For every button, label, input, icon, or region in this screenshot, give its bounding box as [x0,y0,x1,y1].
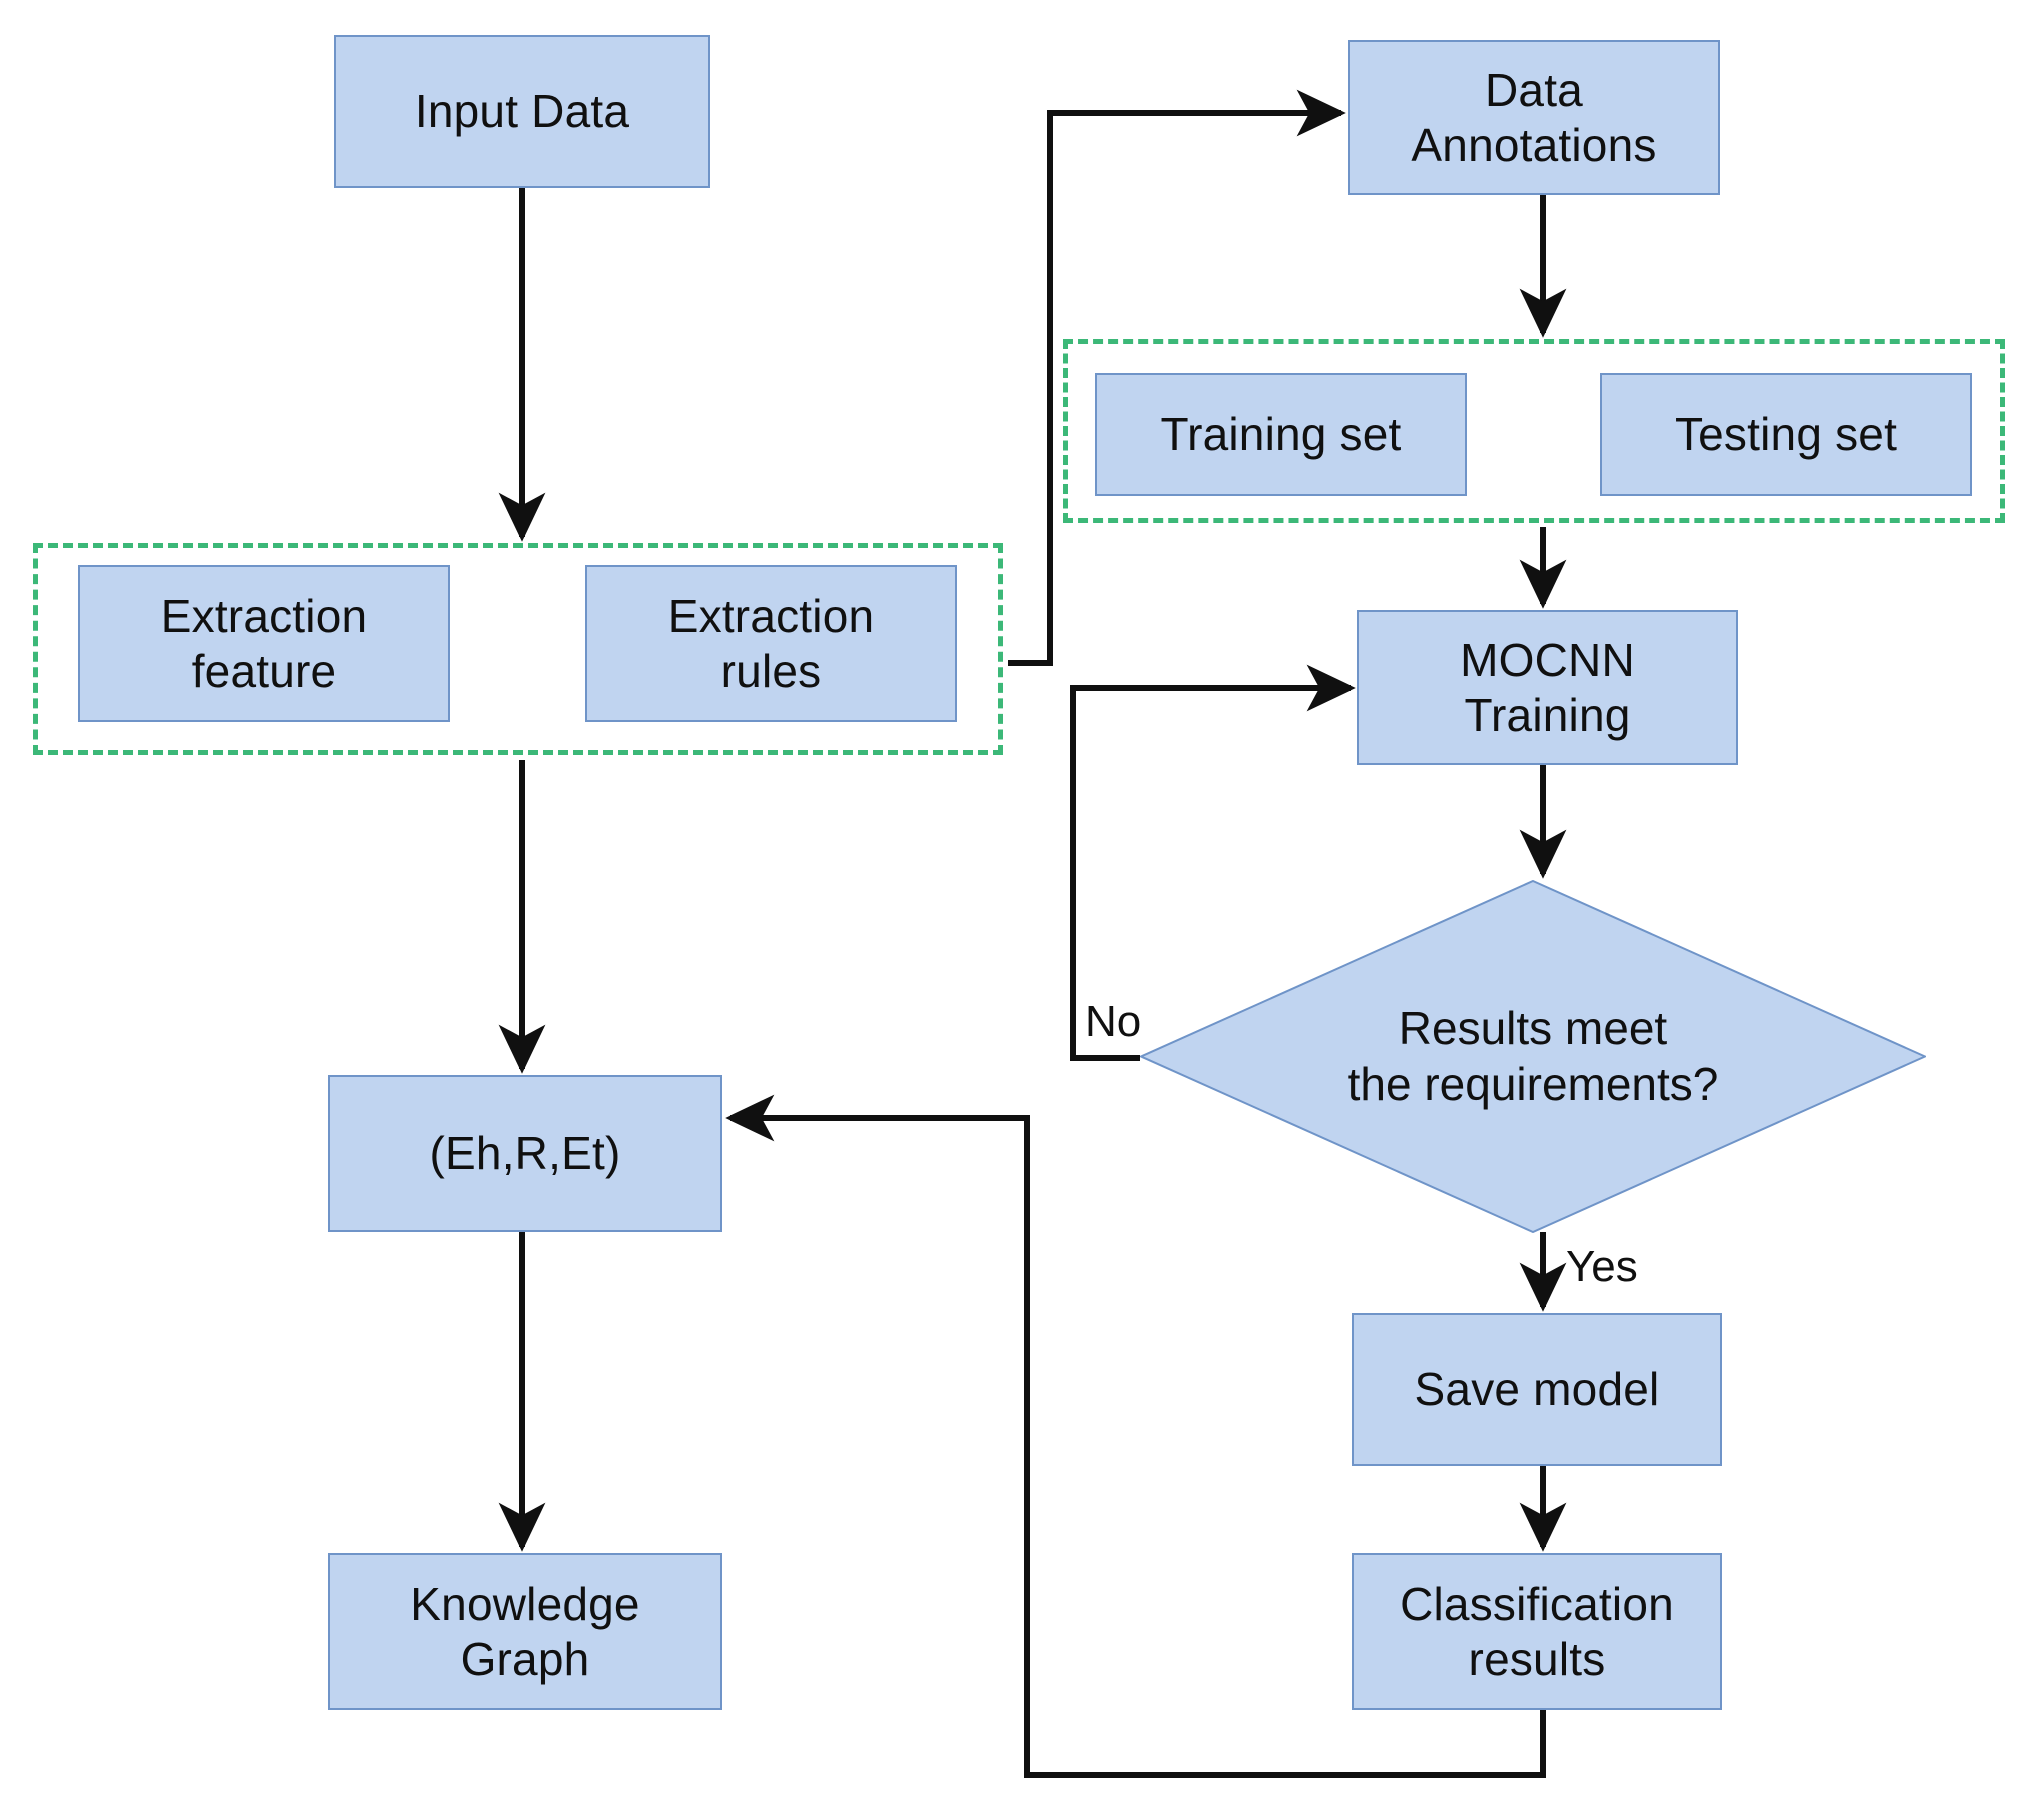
group-extraction-stage [33,543,1003,755]
group-dataset-split [1063,339,2005,523]
decision-label: Results meet the requirements? [1347,1002,1719,1110]
node-knowledge-graph[interactable]: Knowledge Graph [328,1553,722,1710]
node-extraction-rules[interactable]: Extraction rules [585,565,957,722]
node-classification-results[interactable]: Classification results [1352,1553,1722,1710]
node-decision-results-meet-requirements[interactable]: Results meet the requirements? [1140,880,1926,1233]
node-testing-set[interactable]: Testing set [1600,373,1972,496]
node-extraction-feature[interactable]: Extraction feature [78,565,450,722]
node-save-model[interactable]: Save model [1352,1313,1722,1466]
edge-label-no: No [1085,997,1142,1046]
node-triple-eh-r-et[interactable]: (Eh,R,Et) [328,1075,722,1232]
node-input-data[interactable]: Input Data [334,35,710,188]
node-data-annotations[interactable]: Data Annotations [1348,40,1720,195]
edge-label-yes: Yes [1566,1242,1638,1291]
diamond-shape [1140,880,1926,1233]
node-mocnn-training[interactable]: MOCNN Training [1357,610,1738,765]
node-training-set[interactable]: Training set [1095,373,1467,496]
